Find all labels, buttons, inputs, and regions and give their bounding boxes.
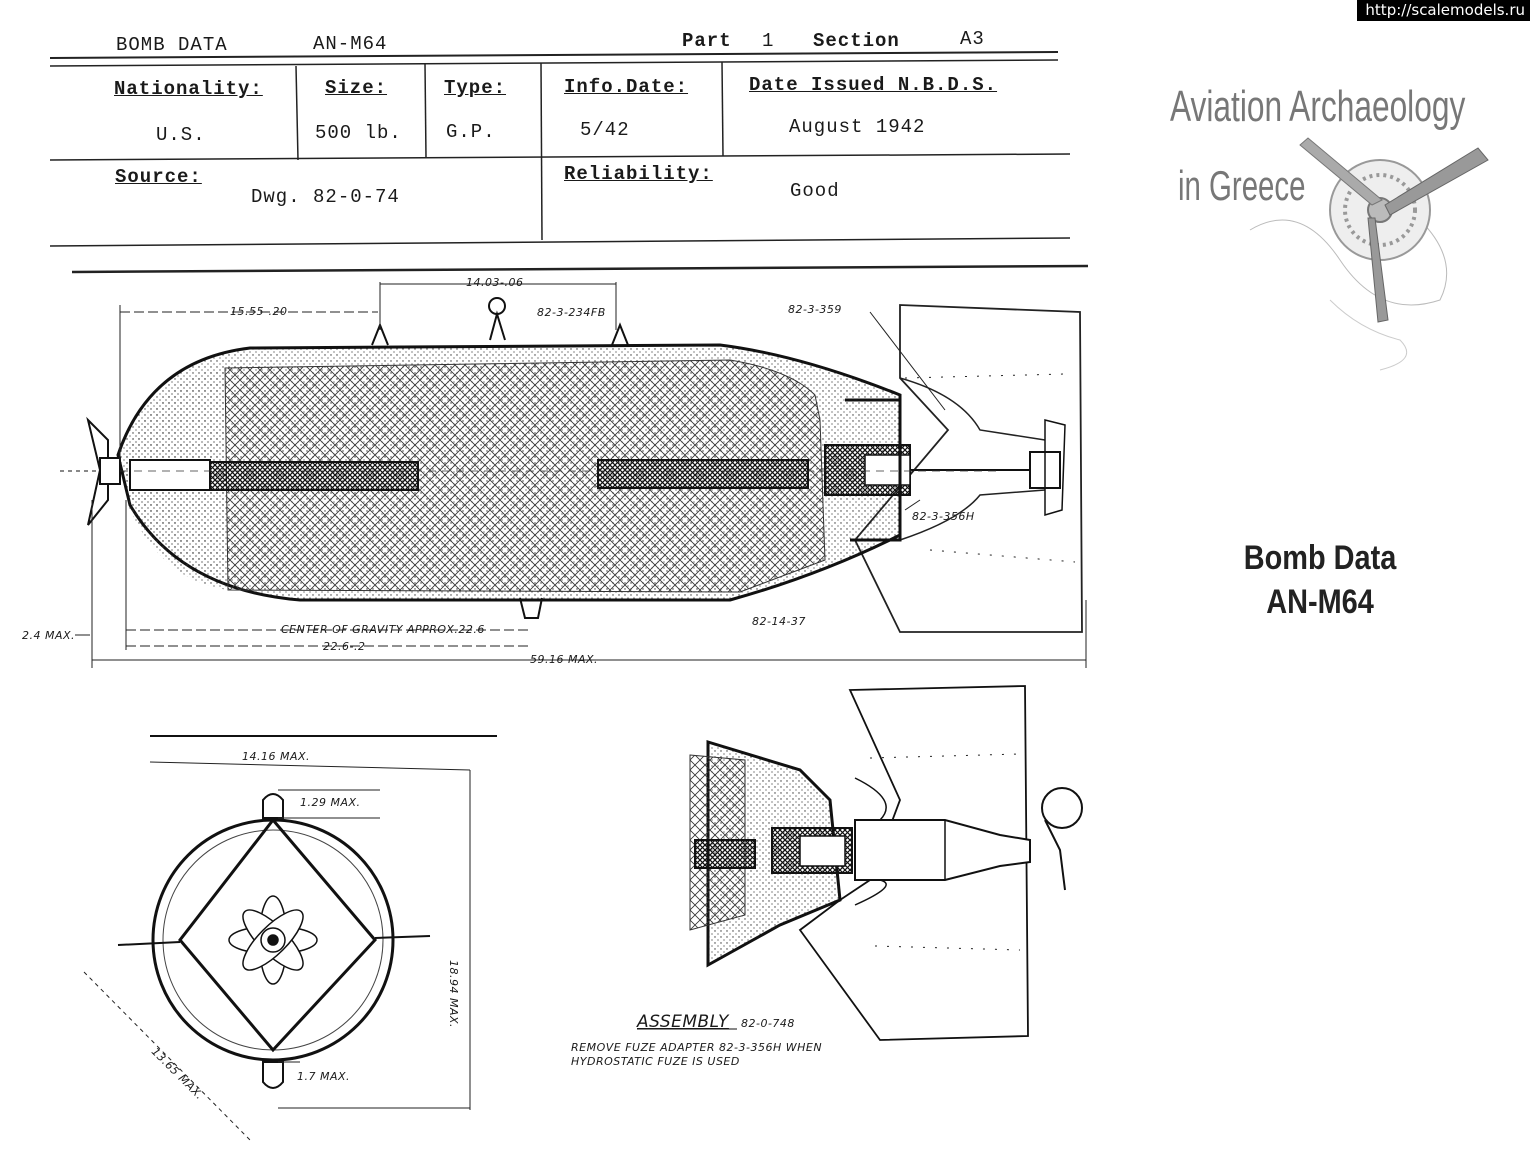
reliability-label: Reliability: (564, 163, 713, 185)
logo-title-line1: Aviation Archaeology (1170, 82, 1466, 131)
dim-top: 14.03-.06 (466, 276, 524, 289)
page-title-line2: AN-M64 (1266, 583, 1374, 621)
date-issued-value: August 1942 (789, 116, 926, 138)
tail-ref: 82-3-359 (788, 303, 842, 316)
form-lines (49, 51, 1089, 274)
page-title-line1: Bomb Data (1243, 539, 1397, 577)
form-title: BOMB DATA (116, 34, 228, 56)
nationality-label: Nationality: (114, 78, 263, 100)
assembly-drawing-ref: 82-0-748 (741, 1017, 795, 1030)
section-value: A3 (960, 28, 985, 50)
source-label: Source: (115, 166, 202, 188)
dim-nose: 15.55-.20 (230, 305, 288, 318)
info-date-value: 5/42 (580, 119, 630, 141)
reliability-value: Good (790, 180, 840, 202)
dim-nose-max: 2.4 MAX. (22, 629, 76, 642)
watermark-url[interactable]: http://scalemodels.ru (1357, 0, 1530, 21)
dim-height: 18.94 MAX. (447, 960, 460, 1029)
bomb-end-view (83, 735, 497, 1141)
assembly-detail (637, 685, 1083, 1041)
dim-overall: 59.16 MAX. (530, 653, 599, 666)
section-label: Section (813, 30, 900, 52)
dim-bottom: 1.7 MAX. (297, 1070, 351, 1083)
bomb-designation: AN-M64 (313, 33, 388, 55)
size-label: Size: (325, 77, 388, 99)
date-issued-label: Date Issued N.B.D.S. (749, 74, 998, 96)
lug-ref: 82-3-234FB (537, 306, 606, 319)
part-label: Part (682, 30, 732, 52)
dim-cg: 22.6-.2 (323, 640, 366, 653)
dim-width: 14.16 MAX. (242, 750, 311, 763)
type-label: Type: (444, 77, 507, 99)
part-value: 1 (762, 30, 775, 52)
bomb-side-view (60, 282, 1087, 668)
size-value: 500 lb. (315, 122, 402, 144)
adapter-ref: 82-3-356H (912, 510, 975, 523)
info-date-label: Info.Date: (564, 76, 689, 98)
source-value: Dwg. 82-0-74 (251, 186, 400, 208)
nationality-value: U.S. (156, 124, 206, 146)
body-ref: 82-14-37 (752, 615, 806, 628)
cg-label: CENTER OF GRAVITY APPROX.22.6 (281, 623, 485, 636)
assembly-note-line2: HYDROSTATIC FUZE IS USED (571, 1055, 740, 1068)
type-value: G.P. (446, 121, 496, 143)
assembly-note-line1: REMOVE FUZE ADAPTER 82-3-356H WHEN (571, 1041, 823, 1054)
assembly-title: ASSEMBLY (637, 1012, 729, 1032)
page-title: Bomb Data AN-M64 (1201, 536, 1439, 624)
dim-lug: 1.29 MAX. (300, 796, 361, 809)
logo-propeller-graphic (1249, 137, 1489, 371)
logo-title-line2: in Greece (1178, 162, 1306, 209)
